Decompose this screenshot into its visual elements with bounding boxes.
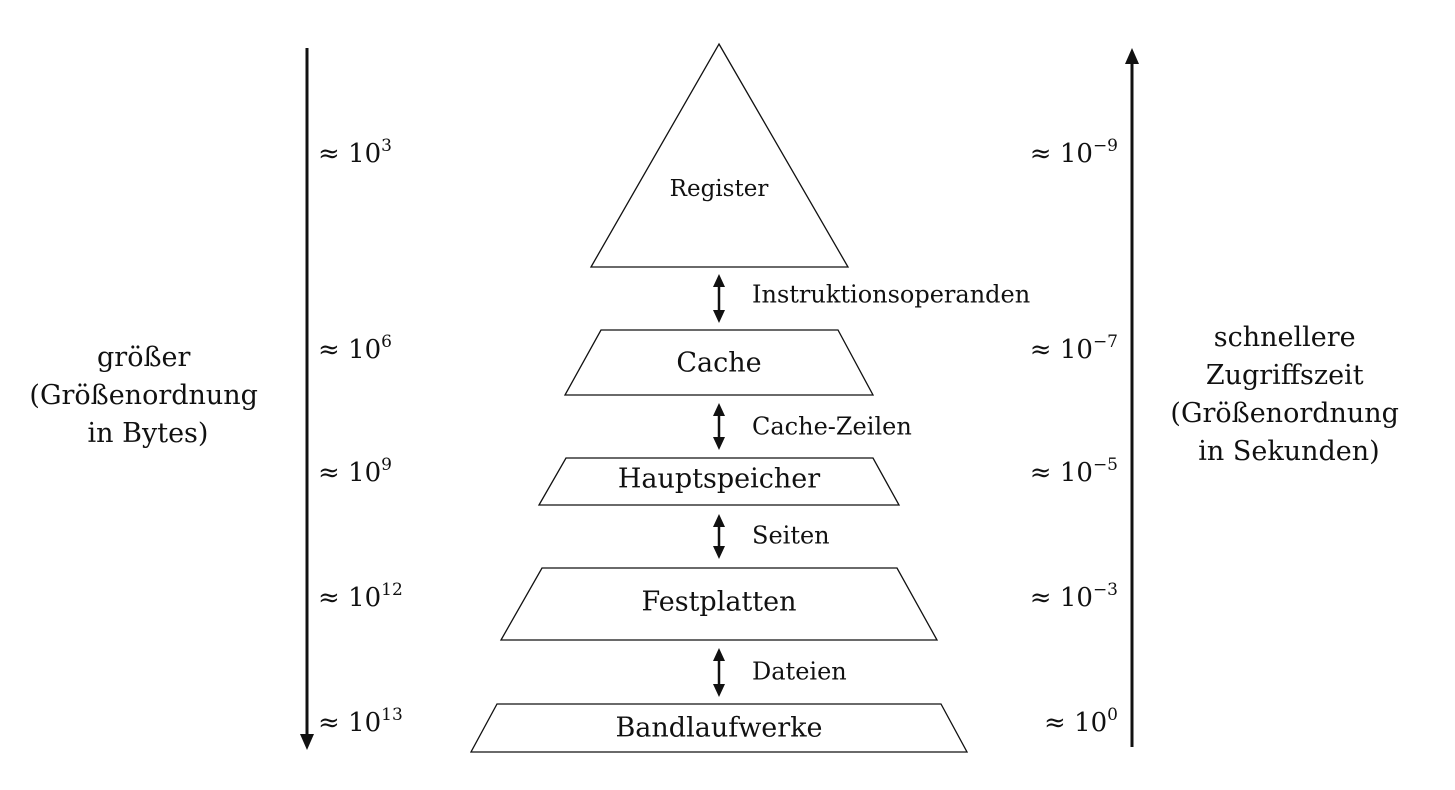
hard-disk-level-label: Festplatten	[641, 587, 796, 618]
access-time-axis-label-line-4: in Sekunden)	[1198, 436, 1379, 467]
size-magnitude-register: ≈ 103	[318, 136, 392, 169]
size-axis-label: größer (Größenordnung in Bytes)	[29, 342, 266, 449]
transfer-label-cache-lines: Cache-Zeilen	[752, 413, 912, 441]
transfer-label-operands: Instruktionsoperanden	[752, 281, 1030, 309]
time-magnitude-hard-disk: ≈ 10−3	[1030, 580, 1118, 613]
transfer-arrow-1	[713, 274, 725, 323]
size-magnitude-cache: ≈ 106	[318, 332, 392, 365]
size-axis-label-line-1: größer	[97, 342, 190, 373]
tape-drive-level-label: Bandlaufwerke	[615, 713, 822, 744]
register-level-shape	[589, 42, 850, 268]
hard-disk-level-shape	[499, 567, 939, 641]
size-magnitude-hard-disk: ≈ 1012	[318, 580, 403, 613]
main-memory-level-shape	[537, 457, 901, 506]
transfer-label-files: Dateien	[752, 658, 847, 686]
main-memory-level-label: Hauptspeicher	[618, 464, 820, 495]
size-axis-label-line-2: (Größenordnung	[29, 380, 258, 411]
tape-drive-level-shape	[469, 703, 969, 753]
access-time-axis-arrowhead	[1125, 48, 1139, 64]
transfer-arrow-2-head-up	[713, 403, 725, 416]
access-time-axis	[1125, 48, 1139, 747]
register-level-label: Register	[670, 176, 769, 202]
size-axis	[300, 48, 314, 750]
size-magnitude-tape-drive: ≈ 1013	[318, 705, 403, 738]
access-time-axis-label-line-1: schnellere	[1214, 322, 1356, 353]
transfer-arrow-4-head-down	[713, 684, 725, 697]
transfer-arrow-1-head-down	[713, 310, 725, 323]
transfer-arrow-3	[713, 514, 725, 559]
transfer-label-pages: Seiten	[752, 522, 830, 550]
transfer-arrow-3-head-down	[713, 546, 725, 559]
time-magnitude-register: ≈ 10−9	[1030, 136, 1118, 169]
size-magnitude-main-memory: ≈ 109	[318, 455, 392, 488]
transfer-arrow-4-head-up	[713, 648, 725, 661]
size-axis-label-line-3: in Bytes)	[88, 418, 209, 449]
cache-level-label: Cache	[676, 348, 761, 379]
transfer-arrow-2-head-down	[713, 437, 725, 450]
transfer-arrow-3-head-up	[713, 514, 725, 527]
time-magnitude-main-memory: ≈ 10−5	[1030, 455, 1118, 488]
cache-level-shape	[563, 329, 875, 396]
access-time-axis-label-line-3: (Größenordnung	[1170, 398, 1399, 429]
time-magnitude-tape-drive: ≈ 100	[1044, 705, 1118, 738]
access-time-axis-label-line-2: Zugriffszeit	[1206, 360, 1364, 391]
size-axis-arrowhead	[300, 734, 314, 750]
time-magnitude-cache: ≈ 10−7	[1030, 332, 1118, 365]
access-time-axis-label: schnellere Zugriffszeit (Größenordnung i…	[1170, 322, 1407, 467]
transfer-arrow-2	[713, 403, 725, 450]
transfer-arrow-1-head-up	[713, 274, 725, 287]
transfer-arrow-4	[713, 648, 725, 697]
